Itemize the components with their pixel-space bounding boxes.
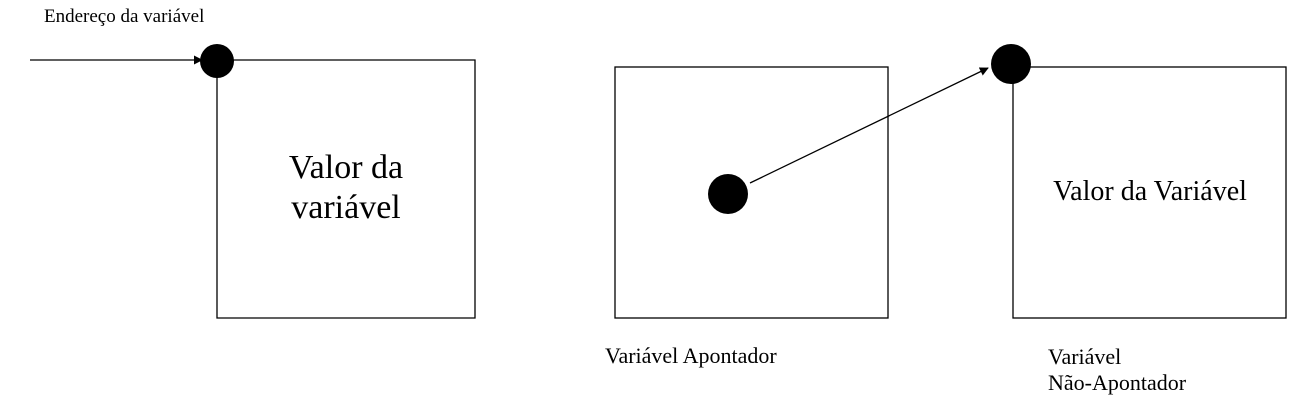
- pointer-arrow: [749, 67, 989, 184]
- variable-value-line2: variável: [291, 189, 401, 227]
- variable-value-text: Valor da variável: [226, 148, 466, 228]
- variable-box: [216, 59, 476, 319]
- pointer-box: [614, 66, 889, 319]
- pointer-caption: Variável Apontador: [605, 343, 777, 368]
- target-value-text: Valor da Variável: [1053, 176, 1247, 207]
- target-caption-line1: Variável: [1048, 344, 1122, 369]
- pointer-dot: [708, 174, 748, 214]
- target-caption: Variável Não-Apontador: [1048, 344, 1186, 397]
- address-label: Endereço da variável: [44, 6, 205, 27]
- target-caption-line2: Não-Apontador: [1048, 370, 1187, 396]
- variable-value-line1: Valor da: [288, 149, 404, 186]
- target-box: [1012, 66, 1287, 319]
- address-dot: [200, 44, 234, 78]
- target-address-dot: [991, 44, 1031, 84]
